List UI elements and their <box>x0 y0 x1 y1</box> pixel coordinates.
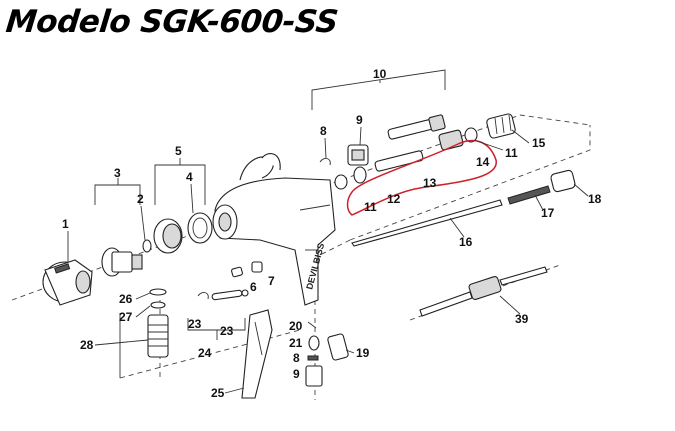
label-8-lower: 8 <box>293 351 300 365</box>
part-11-o-ring <box>334 174 348 190</box>
label-18: 18 <box>588 192 602 206</box>
label-26: 26 <box>119 292 133 306</box>
label-7: 7 <box>268 274 275 288</box>
part-10-adjustment-assembly <box>387 114 446 140</box>
highlight-outline <box>346 139 497 216</box>
part-21-ring <box>308 335 320 351</box>
part-8-clip-lower <box>307 355 319 361</box>
label-12: 12 <box>387 192 401 206</box>
label-8-upper: 8 <box>320 124 327 138</box>
label-23-right: 23 <box>220 324 234 338</box>
label-25: 25 <box>211 386 225 400</box>
part-9-nut-lower <box>305 365 323 387</box>
label-19: 19 <box>356 346 370 360</box>
label-27: 27 <box>119 310 133 324</box>
part-17-needle-spring <box>507 185 551 205</box>
part-16-fluid-needle <box>351 199 503 247</box>
label-14: 14 <box>476 155 490 169</box>
part-1-air-cap <box>42 259 93 306</box>
part-2-seal-ring <box>142 239 152 253</box>
label-15: 15 <box>532 136 546 150</box>
label-9-lower: 9 <box>293 367 300 381</box>
label-16: 16 <box>459 235 473 249</box>
part-25-trigger <box>241 309 273 399</box>
group-brackets <box>94 69 446 378</box>
part-19-inlet-fitting <box>327 333 349 361</box>
label-24: 24 <box>198 346 212 360</box>
label-28: 28 <box>80 338 94 352</box>
part-7-screw <box>251 261 263 273</box>
part-13-valve-stem <box>374 150 424 172</box>
label-11-right: 11 <box>505 146 518 160</box>
part-27-washer <box>150 301 166 309</box>
part-26-o-ring <box>149 288 167 296</box>
part-20-clip <box>307 321 317 329</box>
part-24-trigger-pin <box>197 289 249 301</box>
label-39: 39 <box>515 312 529 326</box>
part-3-fluid-nozzle <box>101 247 143 277</box>
part-15-cap-nut <box>486 113 516 139</box>
label-3: 3 <box>114 166 121 180</box>
label-6: 6 <box>250 280 257 294</box>
label-4: 4 <box>186 170 193 184</box>
label-1: 1 <box>62 217 69 231</box>
label-21: 21 <box>289 336 303 350</box>
part-12-spring-seat <box>353 166 367 184</box>
part-8-clip <box>319 158 331 166</box>
part-9-packing-nut <box>347 144 369 166</box>
label-9-upper: 9 <box>356 113 363 127</box>
part-18-adjusting-knob <box>550 169 576 193</box>
part-6-screw <box>231 266 243 278</box>
label-10: 10 <box>373 67 387 81</box>
label-5: 5 <box>175 144 182 158</box>
part-4-baffle <box>153 212 213 254</box>
label-2: 2 <box>137 192 144 206</box>
part-11-o-ring-upper <box>464 127 478 143</box>
part-28-air-inlet <box>147 314 169 358</box>
label-17: 17 <box>541 206 555 220</box>
label-11-left: 11 <box>364 200 377 214</box>
part-39-needle-tool <box>419 266 548 317</box>
leader-lines <box>67 126 589 394</box>
label-23-left: 23 <box>188 317 202 331</box>
spray-gun-body: DEVILBISS <box>212 152 336 306</box>
part-labels: 1 2 3 4 5 6 7 8 8 9 9 10 11 11 12 13 14 … <box>62 67 602 400</box>
label-13: 13 <box>423 176 437 190</box>
label-20: 20 <box>289 319 303 333</box>
